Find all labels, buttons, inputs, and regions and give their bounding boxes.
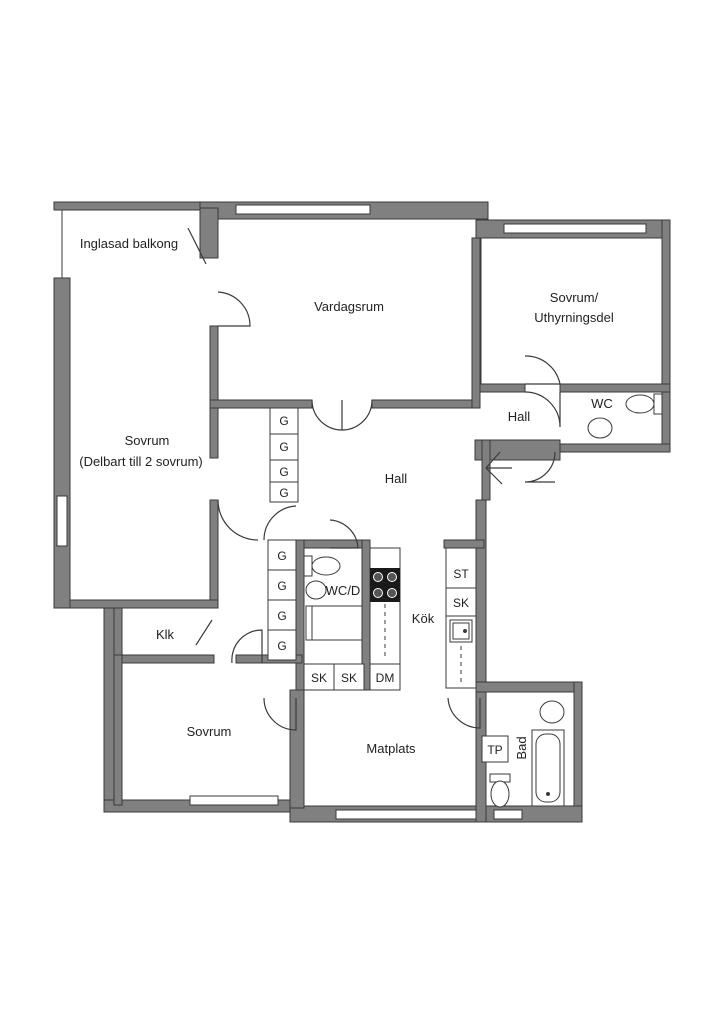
wardrobe-label: G — [279, 440, 288, 454]
bedroom-small-label: Sovrum — [187, 724, 232, 739]
wardrobe-label: G — [277, 609, 286, 623]
windows — [56, 204, 647, 820]
kitchen-label: Kök — [412, 611, 435, 626]
bath-label: Bad — [514, 736, 529, 759]
dishwasher-label: DM — [376, 671, 395, 685]
dryer-label: TP — [487, 743, 502, 757]
hall-small-label: Hall — [508, 409, 531, 424]
dining-label: Matplats — [366, 741, 416, 756]
balcony-label: Inglasad balkong — [80, 236, 178, 251]
cabinet-label: SK — [311, 671, 327, 685]
cabinet-label: SK — [341, 671, 357, 685]
kitchen-fixtures: DM SK SK ST SK — [303, 547, 477, 691]
inner-walls — [69, 207, 671, 823]
hall-label: Hall — [385, 471, 408, 486]
cabinet-label: SK — [453, 596, 469, 610]
bedroom-rental-label-line2: Uthyrningsdel — [534, 310, 614, 325]
wardrobe-label: G — [277, 549, 286, 563]
shower-icon — [305, 605, 363, 641]
wc-label: WC — [591, 396, 613, 411]
washbasin-icon — [539, 700, 565, 724]
washbasin-icon — [305, 580, 327, 600]
wardrobes: G G G G G G G G — [267, 407, 299, 661]
room-labels: Inglasad balkong Vardagsrum Sovrum/ Uthy… — [79, 236, 614, 760]
sink-icon — [449, 619, 473, 643]
wc-shower-label: WC/D — [326, 583, 361, 598]
bathroom-fixtures: TP — [303, 393, 663, 808]
living-room-label: Vardagsrum — [314, 299, 384, 314]
bedroom-large-label-line2: (Delbart till 2 sovrum) — [79, 454, 203, 469]
bedroom-rental-label: Sovrum/ — [550, 290, 599, 305]
stove-icon — [370, 568, 400, 602]
cleaning-cabinet-label: ST — [453, 567, 469, 581]
toilet-icon — [625, 393, 663, 415]
wardrobe-label: G — [279, 465, 288, 479]
bedroom-large-label: Sovrum — [125, 433, 170, 448]
washbasin-icon — [587, 417, 613, 439]
wardrobe-label: G — [279, 414, 288, 428]
doors — [187, 227, 561, 731]
wardrobe-label: G — [277, 639, 286, 653]
closet-label: Klk — [156, 627, 175, 642]
wardrobe-label: G — [279, 486, 288, 500]
toilet-icon — [303, 555, 341, 577]
toilet-icon — [489, 773, 511, 808]
wardrobe-label: G — [277, 579, 286, 593]
